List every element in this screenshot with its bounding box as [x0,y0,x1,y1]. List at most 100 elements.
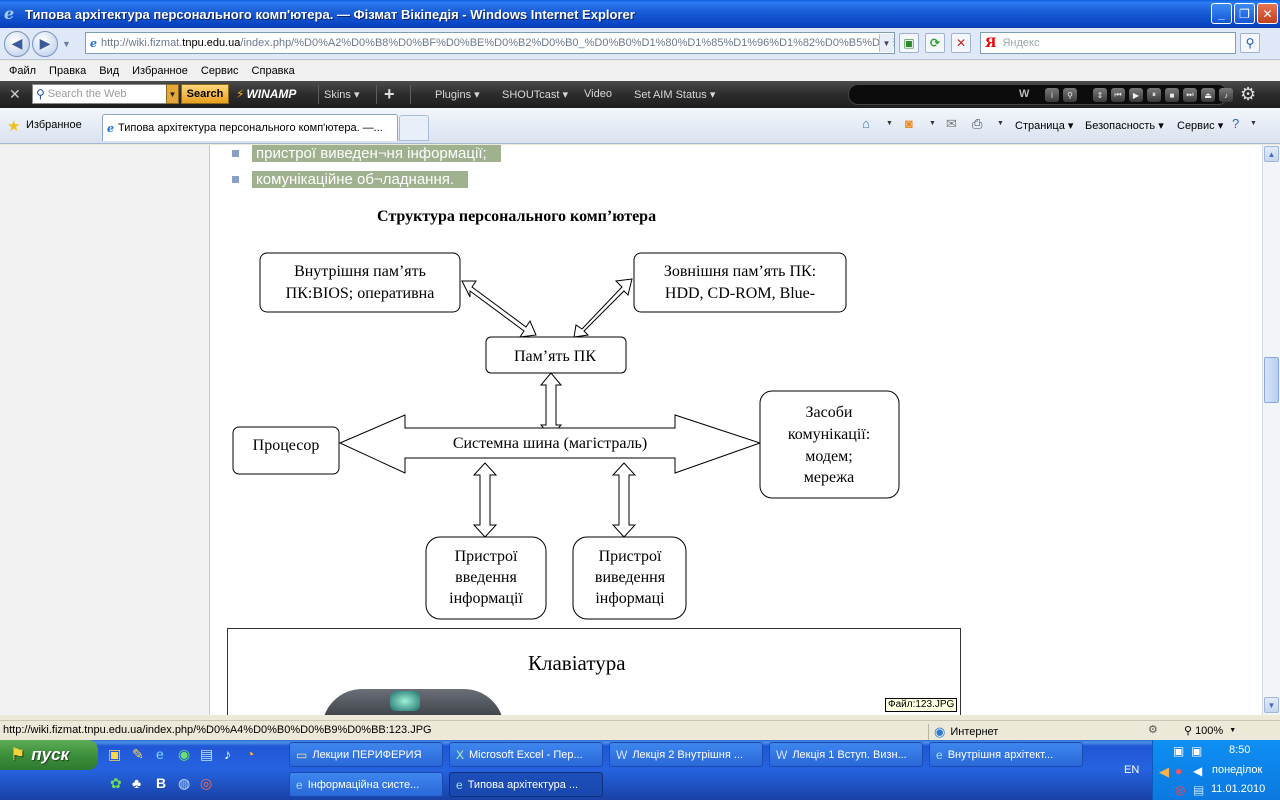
restore-button[interactable]: ❐ [1234,3,1255,24]
tools-menu[interactable]: Сервис ▾ [1177,120,1224,132]
search-button[interactable]: Search [181,84,229,104]
desktop-icon[interactable]: ▣ [108,746,122,762]
app-icon[interactable]: ▤ [200,746,214,762]
volume-icon[interactable]: ◀ [1193,764,1203,778]
feed-dropdown[interactable]: ▼ [929,120,936,127]
winamp-logo[interactable]: ⚡WINAMP [236,87,296,101]
volume-arrows-icon[interactable]: ⇕ [1093,88,1107,102]
music-icon[interactable]: ♪ [224,746,231,762]
opera-icon[interactable]: ◎ [200,775,213,791]
menu-tools[interactable]: Сервис [200,65,239,77]
new-tab-button[interactable] [399,115,429,141]
network2-icon[interactable]: ▣ [1191,744,1203,758]
close-toolbar-icon[interactable]: ✕ [9,86,21,102]
quick-launch-icon[interactable]: ✎ [132,746,144,762]
search-box[interactable]: Я Яндекс [980,32,1236,54]
system-tray: ◀ ▣ ▣ ● ◀ ◎ ▤ 8:50 понеділок 11.01.2010 [1152,740,1280,800]
add-icon[interactable]: + [384,84,395,104]
menu-file[interactable]: Файл [9,65,37,77]
video-link[interactable]: Video [584,88,612,100]
compatibility-view-icon[interactable]: ▣ [899,33,919,53]
forward-button[interactable]: ▶ [32,30,58,57]
gear-icon[interactable]: ⚙ [1240,84,1257,104]
task-folder[interactable]: ▭Лекции ПЕРИФЕРИЯ [289,742,443,767]
mail-icon[interactable]: ✉ [946,116,957,131]
antivirus-icon[interactable]: ● [1175,764,1183,778]
history-dropdown[interactable]: ▼ [62,38,71,49]
scroll-down-arrow[interactable]: ▼ [1264,697,1279,713]
vertical-scrollbar[interactable]: ▲ ▼ [1262,145,1280,715]
start-button[interactable]: ⚑ пуск [0,740,98,770]
language-indicator[interactable]: EN [1124,764,1140,776]
safety-menu[interactable]: Безопасность ▾ [1085,120,1164,132]
skype-icon[interactable]: ◍ [178,775,191,791]
eject-icon[interactable]: ⏏ [1201,88,1215,102]
vk-icon[interactable]: B [156,775,167,791]
page-menu[interactable]: Страница ▾ [1015,120,1074,132]
stop-icon[interactable]: ✕ [951,33,971,53]
previous-icon[interactable]: ⏮ [1111,88,1125,102]
keyboard-image-frame[interactable]: Клавіатура [227,628,961,715]
help-dropdown[interactable]: ▼ [1250,120,1257,127]
address-dropdown[interactable]: ▼ [879,34,893,52]
list-item: комунікаційне об¬ладнання. [232,169,469,189]
tray-arrow-icon[interactable]: ◀ [1159,764,1169,779]
scroll-up-arrow[interactable]: ▲ [1264,146,1279,162]
protected-mode-icon[interactable]: ⚙ [1148,724,1158,736]
favorites-button[interactable]: Избранное [26,119,82,131]
plugins-menu[interactable]: Plugins ▾ [435,89,480,101]
clock-time[interactable]: 8:50 [1229,744,1251,756]
shoutcast-menu[interactable]: SHOUTcast ▾ [502,89,569,101]
favorites-star-icon[interactable]: ★ [7,118,21,135]
print-dropdown[interactable]: ▼ [997,120,1004,127]
rss-feed-icon[interactable]: ◙ [905,116,913,131]
menu-help[interactable]: Справка [251,65,295,77]
menu-view[interactable]: Вид [99,65,120,77]
scroll-thumb[interactable] [1264,357,1279,403]
menu-edit[interactable]: Правка [49,65,87,77]
ie-logo-icon: e [4,4,15,23]
tray-app-icon[interactable]: ◎ [1175,783,1186,797]
search-go-icon[interactable]: ⚲ [1240,33,1260,53]
help-icon[interactable]: ? [1232,116,1240,131]
tab-active[interactable]: e Типова архітектура персонального комп'… [102,114,398,141]
info-icon[interactable]: i [1045,88,1059,102]
print-icon[interactable]: ⎙ [972,116,983,131]
web-search-input[interactable]: ⚲ Search the Web [32,84,168,104]
divider [376,85,377,104]
speaker-icon[interactable]: ♪ [1219,88,1233,102]
back-button[interactable]: ◀ [4,30,30,57]
aim-status-menu[interactable]: Set AIM Status ▾ [634,89,716,101]
app3-icon[interactable]: ♣ [132,775,142,791]
url-prefix: http://wiki.fizmat. [101,37,183,49]
minimize-button[interactable]: _ [1211,3,1232,24]
skins-menu[interactable]: Skins ▾ [324,89,360,101]
zoom-control[interactable]: ⚲ 100% ▼ [1184,724,1236,738]
search-small-icon[interactable]: ⚲ [1063,88,1077,102]
icq-icon[interactable]: ✿ [110,775,122,791]
network-icon[interactable]: ▣ [1173,744,1185,758]
media-icon[interactable]: ◉ [178,746,191,762]
pause-icon[interactable]: ⏸ [1147,88,1161,102]
ie-quicklaunch-icon[interactable]: e [156,746,164,762]
refresh-icon[interactable]: ⟳ [925,33,945,53]
security-zone: ◉ Интернет [928,724,1138,740]
home-dropdown[interactable]: ▼ [886,120,893,127]
address-input[interactable]: e http://wiki.fizmat.tnpu.edu.ua/index.p… [85,32,895,54]
home-icon[interactable]: ⌂ [862,116,870,131]
close-button[interactable]: ✕ [1257,3,1278,24]
menu-favorites[interactable]: Избранное [132,65,188,77]
app2-icon[interactable]: ◔ [246,746,255,762]
stop-icon[interactable]: ■ [1165,88,1179,102]
search-dropdown[interactable]: ▼ [166,84,179,104]
next-icon[interactable]: ⏭ [1183,88,1197,102]
tray-app2-icon[interactable]: ▤ [1193,783,1205,797]
communications-line4: мережа [804,469,854,486]
play-icon[interactable]: ▶ [1129,88,1143,102]
